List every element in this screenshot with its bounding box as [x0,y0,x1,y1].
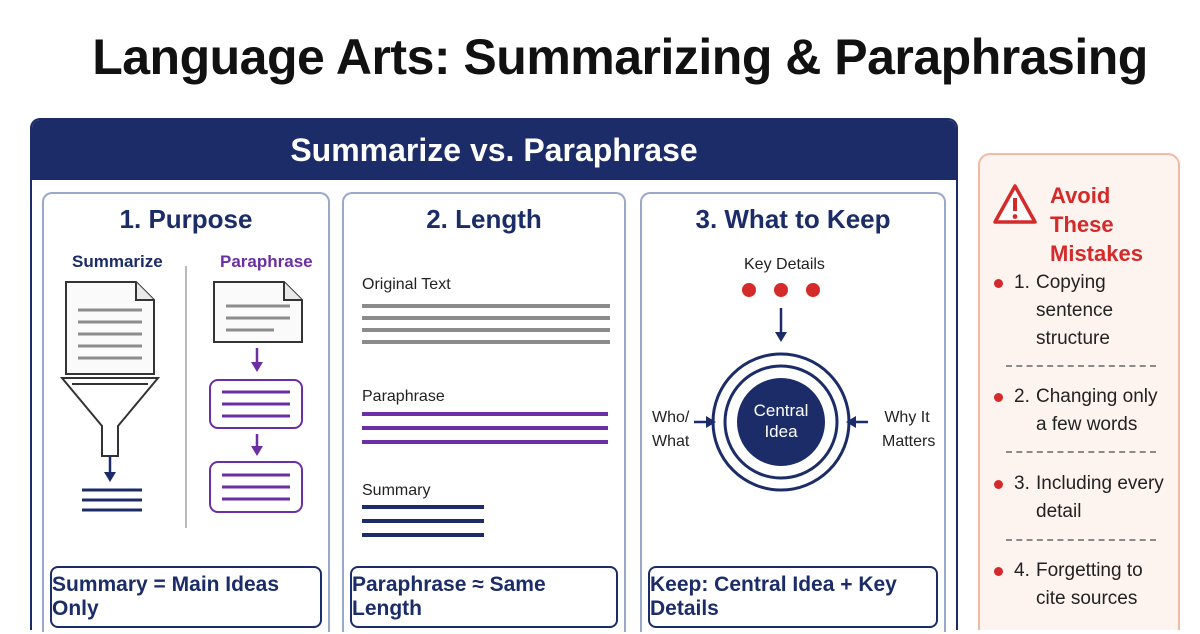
length-footer: Paraphrase ≈ Same Length [350,566,618,628]
length-title: 2. Length [426,204,542,234]
central-idea-label: Central Idea [753,401,809,441]
mistake-item: 2. Changing only a few words [994,383,1170,439]
comparison-panel: Summarize vs. Paraphrase 1. Purpose Summ… [30,118,958,632]
mistakes-title: Avoid These Mistakes [1050,183,1143,266]
arrow-down-icon [104,456,116,482]
purpose-diagram [59,281,303,513]
mistake-item: 1. Copying sentence structure [994,269,1170,353]
paraphrase-lines [362,412,608,444]
purpose-footer: Summary = Main Ideas Only [50,566,322,628]
key-detail-dot [742,283,756,297]
purpose-title: 1. Purpose [119,204,253,234]
why-matters-label: Why It Matters [882,409,936,450]
bullet-icon [994,480,1003,489]
summarize-label: Summarize [72,252,163,271]
target-icon [694,283,868,492]
summary-lines [362,505,484,537]
divider [185,266,187,528]
document-icon [213,281,303,343]
mistake-item: 4. Forgetting to cite sources [994,557,1170,613]
length-column: 2. Length Original Text Paraphrase Summa… [342,192,626,632]
document-icon [65,281,155,375]
keep-column: 3. What to Keep Key Details Who/ What Wh… [640,192,946,632]
funnel-icon [59,377,161,457]
purpose-column: 1. Purpose Summarize Paraphrase [42,192,330,632]
key-detail-dot [774,283,788,297]
paraphrase-label: Paraphrase [220,252,313,271]
paraphrase-length-label: Paraphrase [362,388,445,405]
panel-header: Summarize vs. Paraphrase [32,120,956,180]
arrow-down-icon [251,434,263,456]
length-diagram [362,304,610,537]
page-title: Language Arts: Summarizing & Paraphrasin… [92,29,1148,85]
bullet-icon [994,393,1003,402]
divider [1006,451,1156,453]
mistake-item: 3. Including every detail [994,470,1170,526]
mistakes-panel: Avoid These Mistakes 1. Copying sentence… [978,153,1180,630]
divider [1006,539,1156,541]
keep-title: 3. What to Keep [695,204,891,234]
divider [1006,365,1156,367]
keep-footer: Keep: Central Idea + Key Details [648,566,938,628]
original-lines [362,304,610,344]
warning-icon [993,184,1037,224]
who-what-label: Who/ What [652,409,690,450]
original-text-label: Original Text [362,276,451,293]
bullet-icon [994,567,1003,576]
arrow-down-icon [251,348,263,372]
key-detail-dot [806,283,820,297]
key-details-label: Key Details [744,256,825,273]
summary-length-label: Summary [362,482,431,499]
bullet-icon [994,279,1003,288]
